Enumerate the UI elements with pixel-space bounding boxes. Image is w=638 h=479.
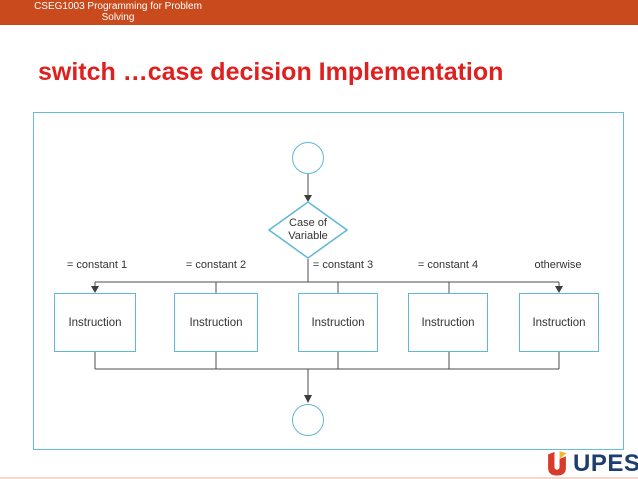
decision-label: Case of Variable — [268, 201, 348, 259]
slide-header-bar: CSEG1003 Programming for Problem Solving — [0, 0, 638, 25]
decision-diamond: Case of Variable — [268, 201, 348, 259]
arrowhead-icon — [304, 395, 312, 403]
branch-label-constant-4: = constant 4 — [417, 259, 479, 271]
instruction-box-5: Instruction — [519, 293, 599, 352]
course-title-line1: CSEG1003 Programming for Problem — [34, 1, 202, 12]
course-title-line2: Solving — [101, 12, 135, 23]
branch-label-constant-1: = constant 1 — [66, 259, 128, 271]
course-title: CSEG1003 Programming for Problem Solving — [8, 1, 228, 23]
upes-logo-icon — [548, 451, 567, 476]
instruction-box-1: Instruction — [54, 293, 136, 352]
branch-label-constant-3: = constant 3 — [312, 259, 374, 271]
instruction-box-4: Instruction — [408, 293, 488, 352]
diamond-shape — [268, 201, 348, 259]
upes-logo: UPES — [545, 450, 638, 478]
decision-label-line2: Variable — [288, 230, 328, 242]
connector-lines — [91, 174, 563, 403]
decision-label-line1: Case of — [289, 217, 327, 229]
branch-label-constant-2: = constant 2 — [185, 259, 247, 271]
upes-logo-text: UPES — [573, 450, 638, 477]
page-title: switch …case decision Implementation — [38, 58, 504, 86]
end-terminal-circle — [292, 404, 324, 436]
instruction-box-2: Instruction — [174, 293, 258, 352]
flowchart-frame: Case of Variable = constant 1 = constant… — [33, 112, 624, 450]
arrowhead-icon — [304, 195, 312, 202]
slide-bottom-edge — [0, 477, 638, 479]
instruction-box-3: Instruction — [298, 293, 378, 352]
branch-label-otherwise: otherwise — [534, 259, 582, 271]
start-terminal-circle — [292, 142, 324, 174]
arrowhead-icon — [91, 286, 99, 293]
arrowhead-icon — [555, 286, 563, 293]
